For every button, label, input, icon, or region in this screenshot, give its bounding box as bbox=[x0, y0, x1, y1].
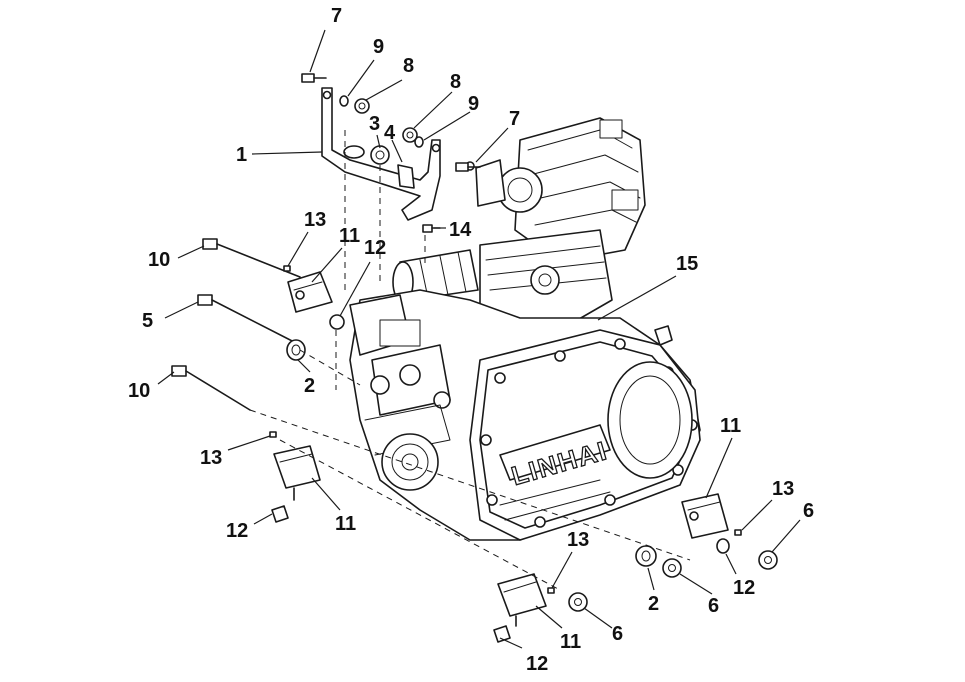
washer-3 bbox=[370, 145, 390, 165]
nut-12-left bbox=[271, 505, 289, 523]
small-bolt-13-right bbox=[734, 529, 742, 536]
long-bolt-5 bbox=[197, 294, 301, 346]
flange-nut-6-c bbox=[568, 592, 588, 612]
bolt-7-right bbox=[455, 162, 481, 172]
rubber-bushing-2-left bbox=[286, 339, 306, 361]
callout-4: 4 bbox=[384, 122, 396, 144]
callout-12a: 12 bbox=[364, 237, 386, 259]
callout-13a: 13 bbox=[304, 209, 326, 231]
rubber-mount-11-left bbox=[273, 445, 321, 501]
callout-10b: 10 bbox=[128, 380, 150, 402]
leader-lines bbox=[157, 29, 801, 649]
callout-3: 3 bbox=[369, 113, 380, 135]
callout-9b: 9 bbox=[468, 93, 479, 115]
callout-13b: 13 bbox=[200, 447, 222, 469]
callout-2b: 2 bbox=[648, 593, 659, 615]
callout-7a: 7 bbox=[331, 5, 342, 27]
callout-8b: 8 bbox=[450, 71, 461, 93]
bolt-7-top bbox=[301, 73, 327, 83]
engine-assembly: LINHAI bbox=[349, 117, 701, 541]
washer-9-left bbox=[339, 95, 349, 107]
nut-8-left bbox=[354, 98, 370, 114]
nut-12-right bbox=[716, 538, 730, 554]
small-bolt-13-left bbox=[269, 431, 277, 438]
callout-11d: 11 bbox=[720, 415, 741, 437]
callout-11c: 11 bbox=[560, 631, 581, 653]
callout-6c: 6 bbox=[612, 623, 623, 645]
washer-9-right bbox=[414, 136, 424, 148]
callout-9a: 9 bbox=[373, 36, 384, 58]
nut-12-upper bbox=[329, 314, 345, 330]
callout-1: 1 bbox=[236, 144, 247, 166]
flange-nut-6-a bbox=[662, 558, 682, 578]
callout-11a: 11 bbox=[339, 225, 360, 247]
long-bolt-10-bottom bbox=[171, 365, 251, 411]
callout-12b: 12 bbox=[226, 520, 248, 542]
callout-labels: 1 2 2 3 4 5 6 6 6 7 7 8 8 9 9 10 10 11 1… bbox=[128, 5, 814, 675]
callout-15: 15 bbox=[676, 253, 698, 275]
callout-6b: 6 bbox=[803, 500, 814, 522]
small-bolt-13-upper bbox=[283, 265, 291, 272]
callout-7b: 7 bbox=[509, 108, 520, 130]
callout-2a: 2 bbox=[304, 375, 315, 397]
callout-6a: 6 bbox=[708, 595, 719, 617]
assembly-lines bbox=[249, 130, 691, 591]
callout-13c: 13 bbox=[567, 529, 589, 551]
rubber-mount-11-upper bbox=[287, 271, 333, 313]
nut-8-right bbox=[402, 127, 418, 143]
rubber-mount-11-right bbox=[681, 493, 729, 539]
callout-8a: 8 bbox=[403, 55, 414, 77]
flange-nut-6-b bbox=[758, 550, 778, 570]
callout-12d: 12 bbox=[733, 577, 755, 599]
callout-11b: 11 bbox=[335, 513, 356, 535]
callout-14: 14 bbox=[449, 219, 472, 241]
callout-12c: 12 bbox=[526, 653, 548, 675]
nut-12-bottom bbox=[493, 625, 511, 643]
rubber-bushing-2-right bbox=[635, 545, 657, 567]
callout-13d: 13 bbox=[772, 478, 794, 500]
rubber-mount-11-bottom bbox=[497, 573, 547, 627]
spacer-4 bbox=[397, 164, 415, 189]
callout-10a: 10 bbox=[148, 249, 170, 271]
callout-5: 5 bbox=[142, 310, 153, 332]
small-bolt-13-bottom bbox=[547, 587, 555, 594]
